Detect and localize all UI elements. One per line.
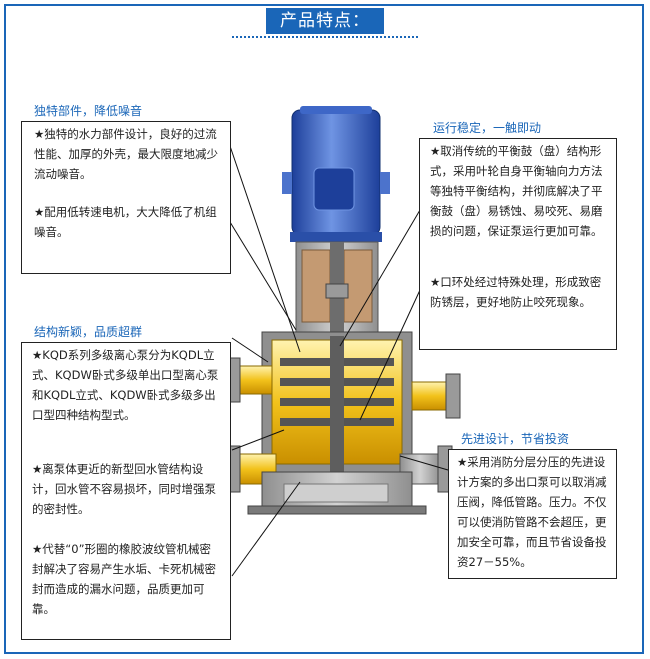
motor	[282, 106, 390, 242]
section-title-advanced: 先进设计，节省投资	[461, 432, 570, 446]
section-title-unique: 独特部件，降低噪音	[34, 104, 143, 118]
lower-pipes	[225, 445, 453, 493]
page-border	[4, 4, 644, 654]
feature-text: ★采用消防分层分压的先进设计方案的多出口泵可以取消减压阀，降低管路。压力。不仅可…	[457, 455, 607, 569]
feature-text: ★离泵体更近的新型回水管结构设计，回水管不容易损坏，同时增强泵的密封性。	[32, 462, 216, 516]
feature-text: ★口环处经过特殊处理，形成致密防锈层，更好地防止咬死现象。	[430, 275, 602, 309]
title-underline	[232, 36, 418, 38]
feature-box-unique	[21, 121, 231, 274]
pump-body	[261, 331, 413, 476]
feature-text: ★KQD系列多级离心泵分为KQDL立式、KQDW卧式多级单出口型离心泵和KQDL…	[32, 348, 219, 422]
section-title-structure: 结构新颖，品质超群	[34, 325, 143, 339]
feature-box-structure	[21, 342, 231, 640]
section-title-stable: 运行稳定，一触即动	[433, 121, 542, 135]
pump-base	[247, 471, 427, 515]
feature-box-stable	[419, 138, 617, 350]
feature-box-advanced	[448, 449, 617, 579]
feature-text: ★代替“0”形圈的橡胶波纹管机械密封解决了容易产生水垢、卡死机械密封而造成的漏水…	[32, 542, 216, 616]
feature-text: ★取消传统的平衡鼓（盘）结构形式，采用叶轮自身平衡轴向力方法等独特平衡结构，并彻…	[430, 144, 603, 238]
feature-text: ★配用低转速电机，大大降低了机组噪音。	[34, 205, 217, 239]
feature-text: ★独特的水力部件设计，良好的过流性能、加厚的外壳，最大限度地减少流动噪音。	[34, 127, 218, 181]
page-title: 产品特点：	[266, 8, 384, 34]
leader-lines	[229, 145, 449, 577]
